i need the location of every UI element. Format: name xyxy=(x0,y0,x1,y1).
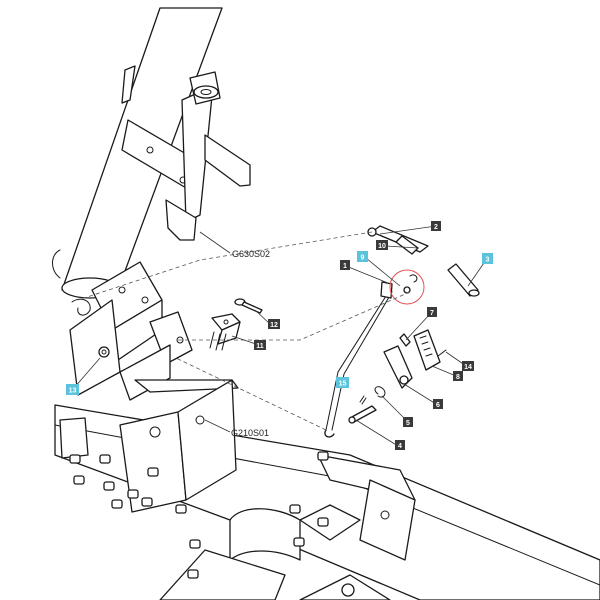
callout-10: 10 xyxy=(376,240,388,250)
column-pivot-bracket xyxy=(69,261,193,401)
callout-4: 4 xyxy=(395,440,405,450)
bolt-head xyxy=(317,451,329,461)
detail-circle-9 xyxy=(389,269,425,305)
bolt-head xyxy=(103,481,115,491)
callout-6: 6 xyxy=(433,399,443,409)
bolt-head xyxy=(189,539,201,549)
lift-rod-15 xyxy=(324,225,429,438)
callout-13: 13 xyxy=(66,384,79,395)
pivot-bracket-6 xyxy=(383,345,413,389)
svg-text:1: 1 xyxy=(343,263,347,270)
upper-mount-bracket xyxy=(121,65,251,241)
callout-7: 7 xyxy=(427,307,437,317)
handle-grip-3 xyxy=(447,263,480,297)
spring-5 xyxy=(374,386,386,398)
sector-plate-8 xyxy=(413,329,441,371)
small-spring-15a xyxy=(359,395,367,405)
callout-11: 11 xyxy=(254,340,266,350)
pin-4 xyxy=(348,405,377,424)
bolt-head xyxy=(127,489,139,499)
svg-text:6: 6 xyxy=(436,402,440,409)
reference-label-upper: G630S02 xyxy=(232,249,270,259)
frame-bolts xyxy=(69,451,329,579)
cotter-pin-14 xyxy=(437,349,447,357)
svg-text:8: 8 xyxy=(456,374,460,381)
bolt-head xyxy=(99,454,111,464)
svg-text:10: 10 xyxy=(378,243,386,250)
svg-text:3: 3 xyxy=(486,257,490,264)
svg-text:11: 11 xyxy=(256,343,264,350)
svg-text:14: 14 xyxy=(464,364,472,371)
small-bolt-7 xyxy=(399,333,411,347)
alignment-lines xyxy=(77,231,411,431)
bolt-head xyxy=(175,504,187,514)
clip-bracket-11 xyxy=(209,313,241,351)
callout-8: 8 xyxy=(453,371,463,381)
svg-text:2: 2 xyxy=(434,224,438,231)
callout-2: 2 xyxy=(431,221,441,231)
svg-text:15: 15 xyxy=(339,381,347,388)
bolt-head xyxy=(187,569,199,579)
svg-text:5: 5 xyxy=(406,420,410,427)
callout-5: 5 xyxy=(403,417,413,427)
callout-3: 3 xyxy=(482,253,493,264)
callout-12: 12 xyxy=(268,319,280,329)
callout-9: 9 xyxy=(357,251,368,262)
callout-1: 1 xyxy=(340,260,350,270)
reference-label-lower: G210S01 xyxy=(231,428,269,438)
mower-frame xyxy=(54,379,600,600)
bolt-12 xyxy=(234,298,263,314)
callout-15: 15 xyxy=(336,377,349,388)
bolt-head xyxy=(317,517,329,527)
svg-text:12: 12 xyxy=(270,322,278,329)
svg-text:9: 9 xyxy=(361,255,365,262)
bolt-head xyxy=(293,537,305,547)
svg-text:13: 13 xyxy=(69,388,77,395)
bolt-head xyxy=(147,467,159,477)
bolt-head xyxy=(69,454,81,464)
svg-text:7: 7 xyxy=(430,310,434,317)
bolt-head xyxy=(289,504,301,514)
bolt-head xyxy=(73,475,85,485)
bolt-head xyxy=(141,497,153,507)
svg-text:4: 4 xyxy=(398,443,402,450)
callout-14: 14 xyxy=(462,361,474,371)
bolt-head xyxy=(111,499,123,509)
